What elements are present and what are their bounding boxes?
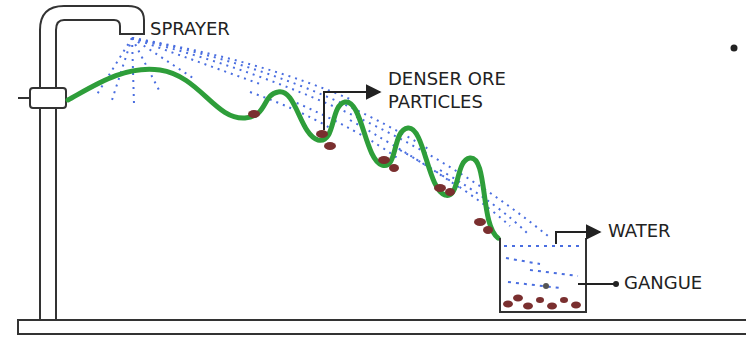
clamp-screw — [18, 97, 30, 99]
base-plate — [18, 320, 746, 334]
leader-line — [578, 283, 614, 285]
bullet-dot — [731, 45, 738, 52]
leader-line — [556, 232, 600, 244]
leader-line — [324, 92, 380, 130]
beaker — [500, 238, 586, 312]
beaker-water — [504, 246, 582, 288]
part-label: SPRAYER — [150, 18, 270, 41]
water-spray — [96, 38, 548, 236]
gangue-particles — [503, 283, 581, 310]
stand-pipe — [40, 6, 144, 320]
part-label: GANGUE — [624, 272, 734, 295]
part-label: DENSER ORE PARTICLES — [388, 68, 558, 113]
ore-particles — [248, 110, 493, 234]
leader-dot — [613, 281, 619, 287]
part-label: WATER — [608, 220, 708, 243]
clamp — [30, 88, 66, 108]
